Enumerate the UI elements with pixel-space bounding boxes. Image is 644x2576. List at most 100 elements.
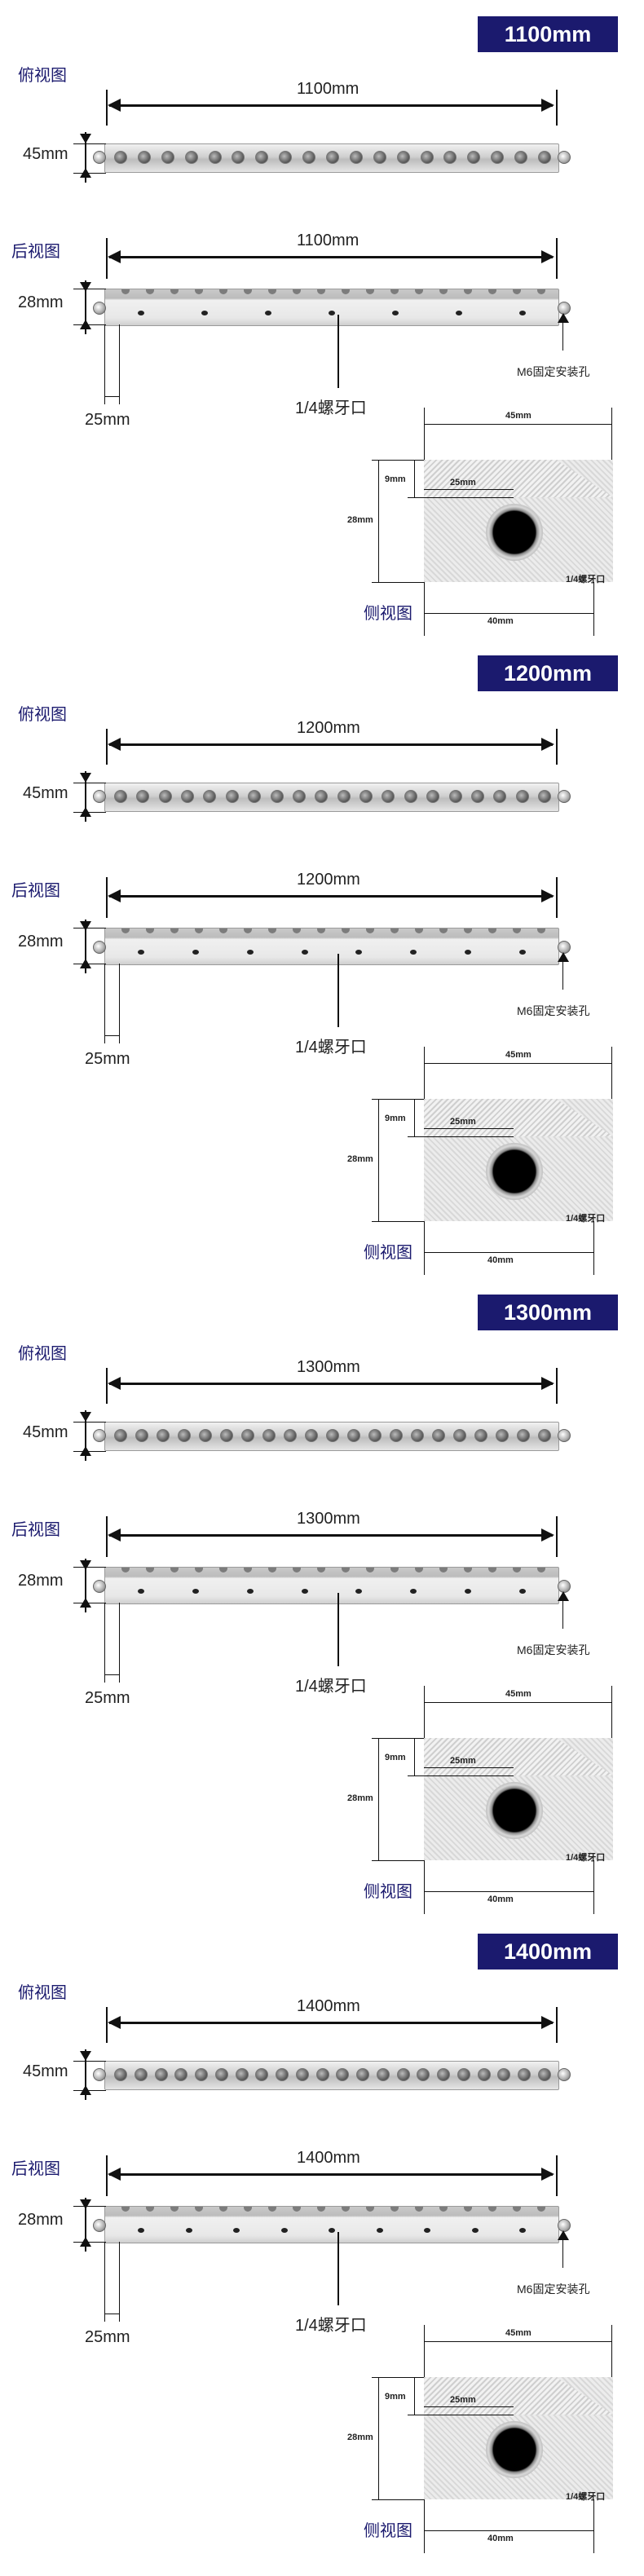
thread-hole — [233, 2228, 240, 2233]
screw-hole — [161, 151, 174, 164]
thread-hole — [192, 950, 199, 955]
thread-hole — [265, 311, 271, 315]
top-notch — [219, 1568, 227, 1573]
profile-hole-label: 1/4螺牙口 — [566, 1214, 606, 1224]
top-notch — [342, 2207, 350, 2212]
top-notch — [390, 2207, 399, 2212]
profile-width-label: 45mm — [505, 1050, 532, 1060]
screw-hole — [356, 2068, 370, 2081]
thread-leader — [337, 954, 339, 1027]
bar-back-view — [104, 2206, 559, 2243]
screw-hole — [114, 790, 127, 803]
top-notch — [121, 1568, 130, 1573]
screw-hole — [241, 1429, 254, 1442]
dimension-line — [109, 256, 553, 258]
screw-hole — [538, 2068, 551, 2081]
top-notch — [415, 929, 423, 933]
screw-hole — [195, 2068, 209, 2081]
profile-height-bottom — [372, 2499, 424, 2500]
end-cap-left — [93, 302, 106, 315]
profile-bottom-tick-right — [593, 1860, 594, 1914]
depth-line — [414, 2377, 415, 2415]
thread-hole — [246, 1589, 254, 1594]
mount-hole-label: M6固定安装孔 — [517, 1643, 590, 1656]
offset-tick-left — [104, 324, 105, 404]
dim-tick-left — [106, 90, 108, 126]
profile-offset-label: 25mm — [450, 1756, 476, 1766]
top-length-label: 1100mm — [297, 80, 359, 98]
top-notch — [390, 289, 399, 294]
height-tick-bottom — [73, 2242, 106, 2243]
thread-hole — [392, 311, 399, 315]
top-notch — [439, 929, 448, 933]
arrow-right — [541, 99, 554, 112]
top-notch — [366, 929, 374, 933]
end-cap-left — [93, 2068, 106, 2081]
back-view-label: 后视图 — [11, 243, 60, 261]
screw-hole — [477, 2068, 491, 2081]
screw-hole — [134, 2068, 148, 2081]
thread-hole — [355, 1589, 363, 1594]
profile-tick-right — [611, 2325, 612, 2377]
profile-width-line — [424, 2341, 611, 2342]
profile-width-line — [424, 1702, 611, 1703]
mount-hole-label: M6固定安装孔 — [517, 1004, 590, 1017]
arrow-left — [108, 2168, 121, 2181]
screw-hole — [538, 790, 551, 803]
end-cap-left — [93, 1580, 106, 1593]
mount-arrow — [558, 2230, 569, 2240]
profile-tick-left — [424, 2325, 425, 2377]
top-notch — [293, 929, 301, 933]
bar-top-view — [104, 1422, 559, 1451]
screw-hole — [382, 790, 395, 803]
screw-hole — [467, 151, 481, 164]
width-tick-top — [73, 1422, 106, 1423]
bar-back-view — [104, 289, 559, 326]
back-length-label: 1200mm — [297, 871, 360, 889]
thread-hole — [355, 950, 363, 955]
screw-hole — [276, 2068, 289, 2081]
profile-tick-right — [611, 1047, 612, 1099]
screw-hole — [214, 2068, 228, 2081]
thread-hole — [410, 1589, 417, 1594]
screw-hole — [457, 2068, 470, 2081]
profile-width-label: 45mm — [505, 411, 532, 421]
screw-hole — [518, 2068, 532, 2081]
arrow-left — [108, 2016, 121, 2029]
profile-tick-left — [424, 408, 425, 460]
arrow-right — [541, 250, 554, 263]
profile-bottom-tick-right — [593, 1221, 594, 1275]
dimension-line — [109, 743, 553, 746]
screw-hole — [181, 790, 195, 803]
width-dim-line — [85, 771, 86, 822]
screw-hole — [220, 1429, 233, 1442]
top-notch — [317, 929, 325, 933]
screw-hole — [315, 790, 329, 803]
screw-hole — [432, 1429, 445, 1442]
screw-hole — [326, 1429, 339, 1442]
top-notch — [268, 289, 276, 294]
top-notch — [146, 1568, 154, 1573]
screw-hole — [426, 790, 440, 803]
thread-hole — [424, 2228, 430, 2233]
thread-hole — [138, 1589, 144, 1594]
profile-hole-label: 1/4螺牙口 — [566, 1853, 606, 1863]
top-notch — [170, 929, 179, 933]
length-badge: 1100mm — [478, 16, 618, 52]
screw-hole — [208, 151, 222, 164]
profile-depth-label: 9mm — [385, 1114, 406, 1123]
profile-bottom-tick-right — [593, 582, 594, 636]
dimension-line — [109, 104, 553, 107]
width-tick-top — [73, 143, 106, 144]
thread-hole — [376, 2228, 383, 2233]
offset-tick-right — [119, 964, 120, 1043]
top-notch — [439, 2207, 448, 2212]
thread-hole — [280, 2228, 288, 2233]
profile-height-label: 28mm — [347, 515, 373, 525]
top-view-label: 俯视图 — [18, 706, 67, 724]
width-dim-line — [85, 2049, 86, 2100]
top-notch — [121, 289, 130, 294]
profile-height-top — [372, 460, 424, 461]
screw-hole — [538, 151, 551, 164]
thread-hole — [138, 2228, 144, 2233]
